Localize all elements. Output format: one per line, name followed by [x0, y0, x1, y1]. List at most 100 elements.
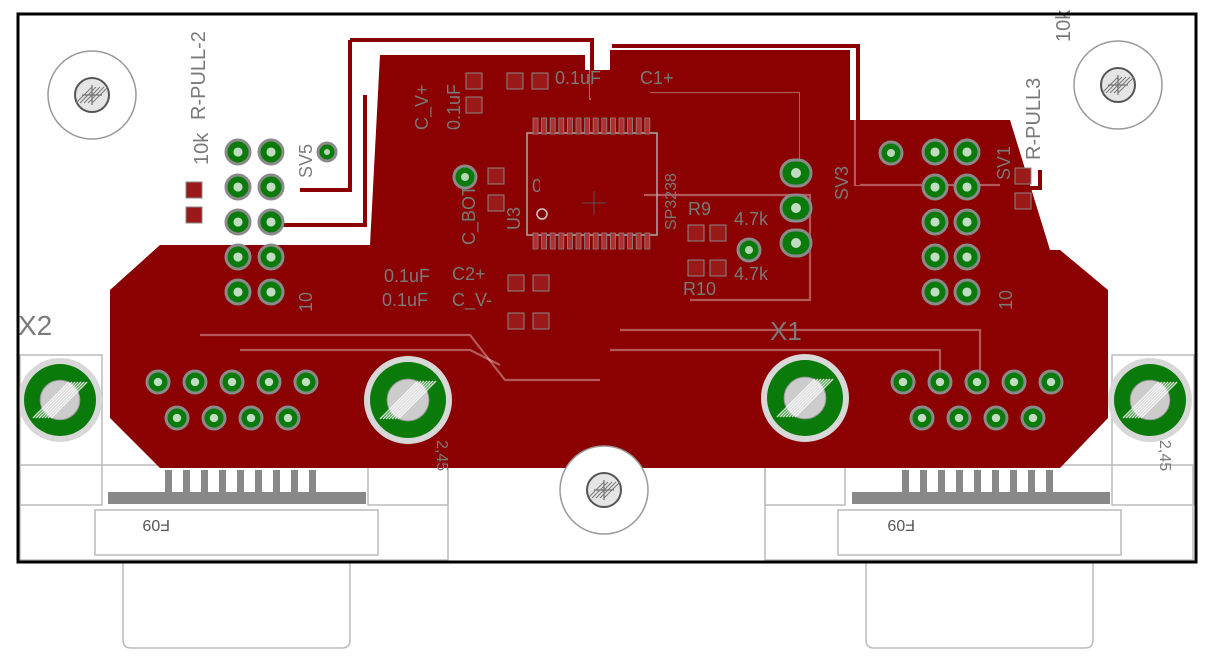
db9-pin — [145, 369, 171, 395]
ic-pin — [584, 232, 590, 250]
ic-pin — [644, 232, 651, 250]
db9-pin — [983, 405, 1009, 431]
db9-pin — [927, 369, 953, 395]
pin-header-sv3 — [779, 158, 813, 258]
sv3-pad — [779, 228, 813, 258]
db9-finger — [273, 470, 280, 496]
header-pad — [953, 208, 981, 236]
label-10k-right: 10k — [1053, 9, 1075, 42]
header-pad — [953, 138, 981, 166]
ic-pin — [575, 117, 582, 135]
label-c-v-minus: C_V- — [452, 290, 492, 311]
label-10-right: 10 — [996, 290, 1016, 310]
db9-pin — [909, 405, 935, 431]
db9-pin — [164, 405, 190, 431]
sv3-pad — [779, 193, 813, 223]
label-x1: X1 — [770, 316, 802, 346]
ic-pin — [635, 232, 642, 250]
db9-finger — [291, 470, 298, 496]
header-pad — [257, 173, 285, 201]
db9-finger — [1046, 470, 1053, 496]
ic-pin — [567, 117, 573, 135]
pin-header-sv1 — [921, 138, 981, 306]
pin-header-sv5 — [224, 138, 285, 306]
ic-pin — [610, 232, 616, 250]
db9-pin — [182, 369, 208, 395]
db9-finger — [309, 470, 316, 496]
mounting-pad — [364, 356, 452, 444]
label-x2: X2 — [18, 310, 52, 341]
sv3-pad — [779, 158, 813, 188]
header-pad — [224, 173, 252, 201]
header-pad — [224, 208, 252, 236]
mounting-pad — [18, 358, 102, 442]
db9-finger — [974, 470, 981, 496]
ic-pin — [575, 232, 582, 250]
db9-finger — [938, 470, 945, 496]
ic-pin — [635, 117, 642, 135]
ic-pin — [532, 117, 539, 135]
db9-pin — [1038, 369, 1064, 395]
board-outline — [16, 12, 1198, 564]
ic-pin — [541, 117, 547, 135]
ic-pin — [627, 232, 633, 250]
label-c2-plus-value: 0.1uF — [384, 266, 430, 286]
header-pad — [257, 278, 285, 306]
db9-finger — [255, 470, 262, 496]
ic-pin — [627, 117, 633, 135]
db9-pin — [275, 405, 301, 431]
label-sp3238: SP3238 — [663, 173, 680, 230]
label-c-v-minus-value: 0.1uF — [382, 290, 428, 310]
db9-finger — [1010, 470, 1017, 496]
label-c1-plus: C1+ — [640, 68, 674, 88]
ic-pin — [549, 232, 556, 250]
header-pad — [921, 278, 949, 306]
db9-finger — [902, 470, 909, 496]
label-sv1: SV1 — [994, 146, 1014, 180]
header-pad — [257, 138, 285, 166]
mounting-hole — [1073, 40, 1163, 130]
label-245-right: 2,45 — [1156, 440, 1173, 471]
db9-pin — [890, 369, 916, 395]
db9-pads-left — [145, 369, 319, 431]
label-f09-left: F09 — [142, 516, 170, 533]
smd-pads — [185, 72, 1032, 330]
ic-pin — [584, 117, 590, 135]
db9-pin — [946, 405, 972, 431]
ic-pin — [541, 232, 547, 250]
mounting-hole — [47, 50, 137, 140]
ic-pin — [549, 117, 556, 135]
label-245-left: 2,45 — [433, 440, 450, 471]
ic-pin — [592, 117, 599, 135]
mounting-holes — [47, 40, 1163, 535]
ic-pin — [644, 117, 651, 135]
db9-pin — [219, 369, 245, 395]
label-c2-plus: C2+ — [452, 264, 486, 284]
ic-pin — [601, 232, 608, 250]
header-pad — [921, 173, 949, 201]
db9-finger — [219, 470, 226, 496]
label-r-pull-3: R-PULL3 — [1023, 78, 1045, 160]
label-c-bot: C_BOT — [459, 185, 480, 245]
ic-pin — [558, 117, 565, 135]
label-10-left: 10 — [296, 292, 316, 312]
ic-pin — [618, 117, 625, 135]
label-r10-value: 4.7k — [734, 264, 769, 284]
header-pad — [921, 243, 949, 271]
mounting-pad — [761, 354, 849, 442]
db9-finger — [920, 470, 927, 496]
db9-pin — [964, 369, 990, 395]
db9-finger — [992, 470, 999, 496]
single-pads — [316, 140, 904, 263]
header-pad — [953, 278, 981, 306]
db9-pin — [201, 405, 227, 431]
mounting-pad — [1108, 358, 1192, 442]
db9-finger — [1028, 470, 1035, 496]
ic-pin — [567, 232, 573, 250]
label-r10: R10 — [683, 279, 716, 299]
label-f09-right: F09 — [887, 516, 915, 533]
label-c-v-plus-value: 0.1uF — [444, 84, 464, 130]
label-sv3: SV3 — [832, 166, 852, 200]
header-pad — [953, 173, 981, 201]
